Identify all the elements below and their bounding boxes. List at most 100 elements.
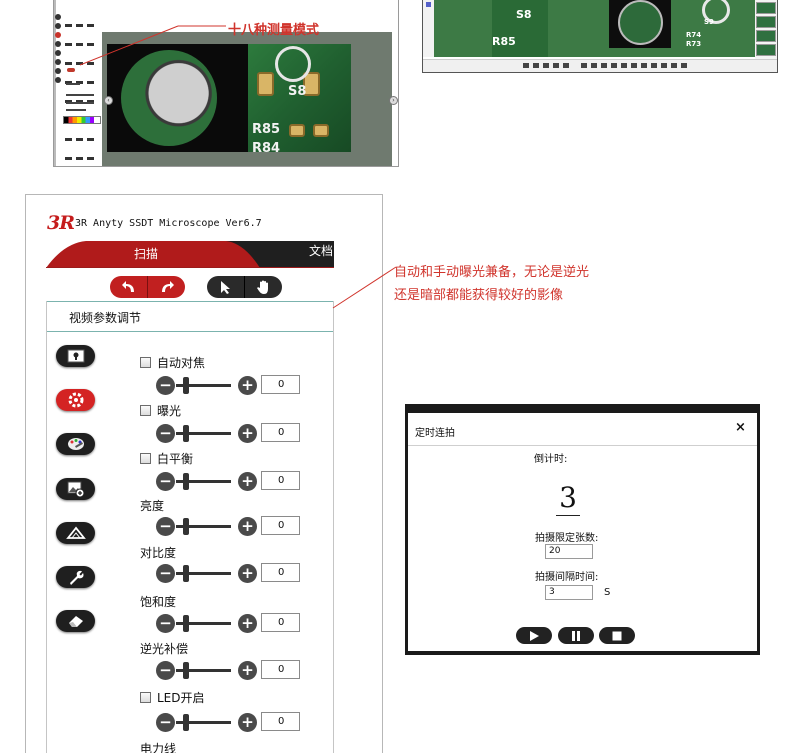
pcb-image: S8 R85 R73 R74 S9 — [434, 0, 755, 57]
section-header: 视频参数调节 — [47, 301, 333, 332]
pause-icon — [572, 630, 580, 641]
exposure-label[interactable]: 曝光 — [140, 402, 181, 419]
exposure-caption-line1: 自动和手动曝光兼备，无论是逆光 — [394, 265, 590, 280]
decrease-button[interactable]: − — [156, 564, 175, 583]
measurement-category-button[interactable] — [56, 522, 95, 544]
slider-thumb[interactable] — [183, 518, 189, 535]
led-checkbox[interactable] — [140, 692, 151, 703]
shot-limit-input[interactable]: 20 — [545, 544, 593, 559]
slider-thumb[interactable] — [183, 377, 189, 394]
color-category-button[interactable] — [56, 433, 95, 455]
autofocus-checkbox[interactable] — [140, 357, 151, 368]
power-line-label: 电力线 — [140, 742, 177, 753]
pcb-region — [492, 0, 548, 57]
exposure-checkbox[interactable] — [140, 405, 151, 416]
slider-thumb[interactable] — [183, 714, 189, 731]
select-tool-button[interactable] — [207, 276, 245, 298]
left-border — [54, 0, 56, 166]
white-balance-value-input[interactable]: 0 — [261, 471, 300, 490]
undo-icon — [121, 281, 134, 292]
section-title: 视频参数调节 — [69, 311, 142, 325]
backlight-value-input[interactable]: 0 — [261, 660, 300, 679]
tab-documents[interactable]: 文档 — [309, 244, 334, 258]
pcb-image: S8 R85 R84 — [107, 44, 351, 156]
led-toggle-label[interactable]: LED开启 — [140, 689, 205, 706]
countdown-label: 倒计时: — [534, 454, 568, 465]
increase-button[interactable]: + — [238, 424, 257, 443]
slider-thumb[interactable] — [183, 425, 189, 442]
stop-button[interactable] — [599, 627, 635, 644]
increase-button[interactable]: + — [238, 564, 257, 583]
slider-track[interactable] — [176, 622, 231, 625]
close-icon[interactable]: × — [735, 420, 746, 435]
slider-track[interactable] — [176, 669, 231, 672]
slider-track[interactable] — [176, 721, 231, 724]
timed-capture-dialog: 定时连拍 × 倒计时: 3 拍摄限定张数: 20 拍摄间隔时间: 3 S — [405, 404, 760, 655]
mini-active-button — [67, 68, 75, 72]
mini-slider — [66, 83, 80, 85]
toolbar-color-swatch — [426, 2, 431, 7]
decrease-button[interactable]: − — [156, 472, 175, 491]
autofocus-label[interactable]: 自动对焦 — [140, 354, 205, 371]
slider-thumb[interactable] — [183, 565, 189, 582]
contrast-value-input[interactable]: 0 — [261, 563, 300, 582]
increase-button[interactable]: + — [238, 614, 257, 633]
redo-button[interactable] — [148, 276, 185, 298]
autofocus-value-input[interactable]: 0 — [261, 375, 300, 394]
measurement-modes-screenshot: S8 R85 R84 ‹ › — [53, 0, 399, 167]
interval-input[interactable]: 3 — [545, 585, 593, 600]
saturation-value-input[interactable]: 0 — [261, 613, 300, 632]
slider-track[interactable] — [176, 432, 231, 435]
tools-category-button[interactable] — [56, 566, 95, 588]
white-balance-label[interactable]: 白平衡 — [140, 450, 193, 467]
increase-button[interactable]: + — [238, 376, 257, 395]
brightness-value-input[interactable]: 0 — [261, 516, 300, 535]
interval-label: 拍摄间隔时间: — [535, 572, 599, 583]
exposure-value-input[interactable]: 0 — [261, 423, 300, 442]
increase-button[interactable]: + — [238, 661, 257, 680]
dialog-title: 定时连拍 — [415, 428, 455, 439]
led-value-input[interactable]: 0 — [261, 712, 300, 731]
slider-track[interactable] — [176, 384, 231, 387]
pause-button[interactable] — [558, 627, 594, 644]
slider-track[interactable] — [176, 525, 231, 528]
video-settings-panel: 3R 3R Anyty SSDT Microscope Ver6.7 扫描 文档… — [25, 194, 383, 753]
pcb-pad — [313, 124, 329, 137]
pcb-label-r84: R84 — [252, 141, 281, 156]
eraser-category-button[interactable] — [56, 610, 95, 632]
play-icon — [530, 630, 539, 641]
slider-thumb[interactable] — [183, 473, 189, 490]
interval-unit: S — [604, 587, 611, 598]
decrease-button[interactable]: − — [156, 376, 175, 395]
image-category-button[interactable] — [56, 478, 95, 500]
increase-button[interactable]: + — [238, 713, 257, 732]
decrease-button[interactable]: − — [156, 517, 175, 536]
undo-button[interactable] — [110, 276, 148, 298]
increase-button[interactable]: + — [238, 472, 257, 491]
decrease-button[interactable]: − — [156, 614, 175, 633]
tab-shapes — [46, 241, 334, 268]
decrease-button[interactable]: − — [156, 713, 175, 732]
start-button[interactable] — [516, 627, 552, 644]
slider-thumb[interactable] — [183, 662, 189, 679]
palette-icon — [67, 438, 84, 450]
tab-scan[interactable]: 扫描 — [134, 247, 159, 261]
mini-side-toolbar — [55, 12, 63, 86]
mini-color-palette — [63, 116, 101, 124]
pcb-ring — [702, 0, 730, 24]
slider-track[interactable] — [176, 480, 231, 483]
pan-tool-button[interactable] — [245, 276, 282, 298]
brightness-label: 亮度 — [140, 499, 165, 513]
increase-button[interactable]: + — [238, 517, 257, 536]
slider-thumb[interactable] — [183, 615, 189, 632]
lighting-category-button[interactable] — [56, 345, 95, 367]
white-balance-checkbox[interactable] — [140, 453, 151, 464]
title-divider — [408, 445, 757, 446]
stop-icon — [612, 631, 622, 640]
decrease-button[interactable]: − — [156, 661, 175, 680]
slider-track[interactable] — [176, 572, 231, 575]
video-settings-category-button[interactable] — [56, 389, 95, 411]
mode-tabs: 扫描 文档 — [46, 237, 334, 268]
contrast-label: 对比度 — [140, 546, 177, 560]
decrease-button[interactable]: − — [156, 424, 175, 443]
